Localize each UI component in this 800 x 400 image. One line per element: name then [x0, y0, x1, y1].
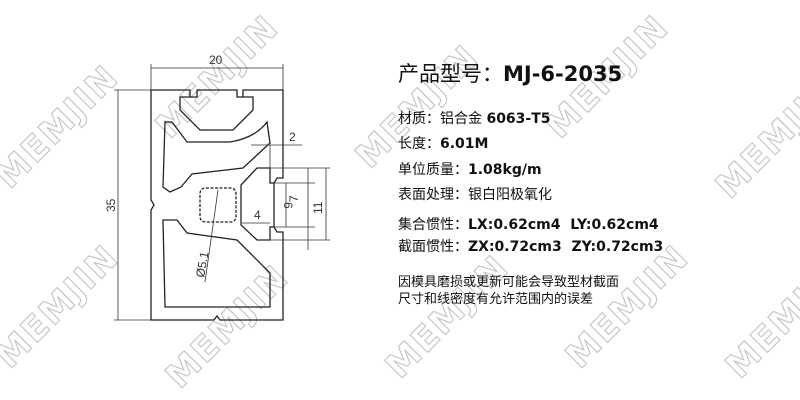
surface-value: 银白阳极氧化 [468, 187, 552, 203]
length-label: 长度： [398, 136, 440, 152]
material-value: 6063-T5 [486, 111, 551, 127]
hole-diameter: Ø5.1 [193, 250, 211, 278]
material-value-cn: 铝合金 [440, 111, 487, 127]
model-label: 产品型号： [398, 62, 503, 86]
model-line: 产品型号：MJ-6-2035 [398, 58, 622, 88]
dimension-6: 6 [281, 202, 295, 209]
length-line: 长度：6.01M [398, 133, 488, 153]
right-slot [240, 167, 274, 241]
material-line: 材质：铝合金 6063-T5 [398, 108, 551, 128]
dimension-11: 11 [311, 201, 325, 214]
surface-line: 表面处理：银白阳极氧化 [398, 184, 552, 204]
surface-label: 表面处理： [398, 187, 468, 203]
width-dimension: 20 [209, 53, 223, 67]
weight-label: 单位质量： [398, 162, 468, 178]
length-value: 6.01M [440, 136, 489, 152]
note-line-1: 因模具磨损或更新可能会导致型材截面 [398, 275, 620, 290]
inertia-value: LX:0.62cm4 LY:0.62cm4 [468, 217, 659, 233]
center-hole [199, 187, 237, 223]
weight-value: 1.08kg/m [468, 162, 542, 178]
section-label: 截面惯性： [398, 239, 468, 255]
lower-cavity [162, 219, 271, 308]
inertia-label: 集合惯性： [398, 217, 468, 233]
top-slot [179, 96, 254, 131]
inertia-line: 集合惯性：LX:0.62cm4 LY:0.62cm4 [398, 214, 659, 234]
dimension-4: 4 [254, 208, 261, 222]
height-dimension: 35 [104, 198, 118, 212]
model-value: MJ-6-2035 [503, 62, 623, 86]
weight-line: 单位质量：1.08kg/m [398, 159, 542, 179]
section-value: ZX:0.72cm3 ZY:0.72cm3 [468, 239, 664, 255]
dimension-7: 7 [287, 195, 301, 202]
section-line: 截面惯性：ZX:0.72cm3 ZY:0.72cm3 [398, 236, 663, 256]
upper-cavity [162, 120, 271, 193]
note-line-2: 尺寸和线密度有允许范围内的误差 [398, 292, 594, 307]
dimension-2: 2 [289, 130, 296, 144]
material-label: 材质： [398, 111, 440, 127]
profile-outline [150, 89, 284, 321]
